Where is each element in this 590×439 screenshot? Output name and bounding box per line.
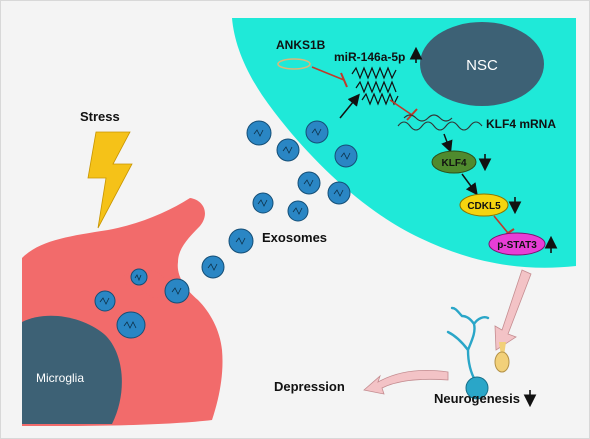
depression-label: Depression bbox=[274, 379, 345, 394]
exosome bbox=[276, 138, 300, 162]
exosome bbox=[201, 255, 225, 279]
klf4-mrna-strand-2 bbox=[403, 114, 453, 122]
mirna-inhibit-line bbox=[389, 99, 413, 116]
anks1b-vesicle bbox=[277, 58, 311, 70]
klf4-node-label: KLF4 bbox=[442, 158, 467, 169]
stress-label: Stress bbox=[80, 109, 120, 124]
microglia-label: Microglia bbox=[36, 371, 84, 385]
klf4-to-cdkl5-arrow bbox=[461, 173, 478, 196]
exosome bbox=[327, 181, 351, 205]
exosome bbox=[297, 171, 321, 195]
cdkl5-node-label: CDKL5 bbox=[467, 201, 501, 212]
exosome-cargo bbox=[99, 128, 351, 329]
anks1b-label: ANKS1B bbox=[276, 38, 326, 52]
exosome bbox=[246, 120, 272, 146]
neuron-icon bbox=[446, 306, 490, 400]
exosome bbox=[252, 192, 274, 214]
cdkl5-inhibit-line bbox=[493, 215, 509, 234]
exosome bbox=[164, 278, 190, 304]
neurogenesis-label: Neurogenesis bbox=[434, 391, 520, 406]
klf4-mrna-strand-1 bbox=[397, 121, 483, 131]
mirna-label: miR-146a-5p bbox=[334, 50, 405, 64]
mirna-strand-2 bbox=[355, 80, 397, 94]
exosome bbox=[305, 120, 329, 144]
klf4-node bbox=[431, 150, 477, 174]
mirna-inhibit-bar bbox=[406, 108, 418, 121]
mirna-strand-3 bbox=[361, 92, 399, 106]
exosome bbox=[287, 200, 309, 222]
neurogenesis-to-depression-arrow bbox=[363, 370, 449, 395]
exosome bbox=[116, 311, 146, 339]
exosome bbox=[130, 268, 148, 286]
klf4-mrna-label: KLF4 mRNA bbox=[486, 117, 556, 131]
exosome bbox=[334, 144, 358, 168]
microglia-nucleus bbox=[22, 315, 122, 424]
exosome bbox=[228, 228, 254, 254]
uptake-arrow bbox=[339, 93, 360, 119]
lightning-icon bbox=[87, 131, 133, 229]
exosomes-label: Exosomes bbox=[262, 230, 327, 245]
nsc-nucleus bbox=[420, 22, 544, 106]
progenitor-cell-icon bbox=[494, 342, 510, 373]
exosome bbox=[94, 290, 116, 312]
anks1b-inhibit-line bbox=[311, 66, 345, 81]
pstat3-node-label: p-STAT3 bbox=[497, 240, 537, 251]
cdkl5-node bbox=[459, 193, 509, 217]
pstat3-to-neurogenesis-arrow bbox=[494, 269, 532, 351]
anks1b-inhibit-bar bbox=[340, 72, 348, 88]
exosome-cluster bbox=[94, 120, 358, 339]
mirna-strand-1 bbox=[351, 66, 397, 80]
nsc-label: NSC bbox=[466, 57, 498, 74]
mrna-to-klf4-arrow bbox=[441, 133, 453, 153]
